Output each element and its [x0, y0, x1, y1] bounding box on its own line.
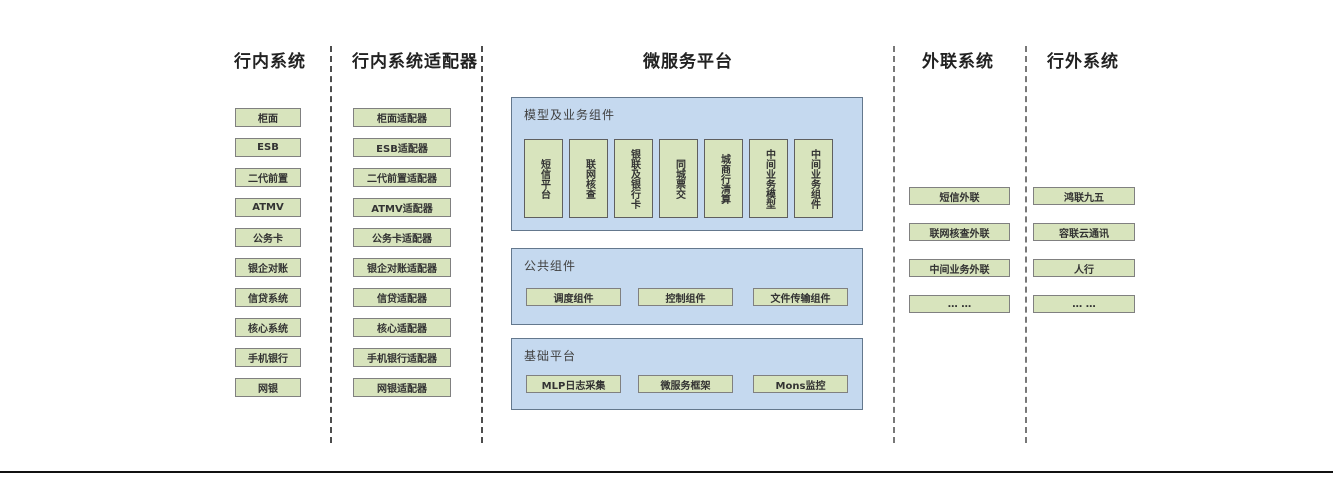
header-internal-systems: 行内系统 — [234, 52, 306, 72]
internal-system-box: 核心系统 — [235, 318, 301, 337]
model-component-card: 中间业务模型 — [749, 139, 788, 218]
divider-dashed-2 — [481, 46, 483, 443]
internal-system-box: 柜面 — [235, 108, 301, 127]
internal-system-box: 信贷系统 — [235, 288, 301, 307]
model-component-card: 同城票交 — [659, 139, 698, 218]
common-component-box: 调度组件 — [526, 288, 621, 306]
adapter-box: 核心适配器 — [353, 318, 451, 337]
adapter-box: 柜面适配器 — [353, 108, 451, 127]
common-component-box: 控制组件 — [638, 288, 733, 306]
external-system-box: … … — [909, 295, 1010, 313]
model-component-card: 银联及银行卡 — [614, 139, 653, 218]
section-title: 基础平台 — [524, 349, 577, 363]
common-components-container: 公共组件 调度组件 控制组件 文件传输组件 — [511, 248, 863, 325]
section-title: 模型及业务组件 — [524, 108, 616, 122]
outside-system-box: 鸿联九五 — [1033, 187, 1135, 205]
header-external-systems: 外联系统 — [922, 52, 994, 72]
adapter-box: 二代前置适配器 — [353, 168, 451, 187]
internal-system-box: ESB — [235, 138, 301, 157]
internal-system-box: ATMV — [235, 198, 301, 217]
adapter-box: ATMV适配器 — [353, 198, 451, 217]
internal-system-box: 二代前置 — [235, 168, 301, 187]
internal-system-box: 银企对账 — [235, 258, 301, 277]
external-system-box: 短信外联 — [909, 187, 1010, 205]
external-system-box: 中间业务外联 — [909, 259, 1010, 277]
adapter-box: 网银适配器 — [353, 378, 451, 397]
header-microservice-platform: 微服务平台 — [643, 52, 733, 72]
adapter-box: 信贷适配器 — [353, 288, 451, 307]
header-internal-adapters: 行内系统适配器 — [352, 52, 478, 72]
internal-system-box: 手机银行 — [235, 348, 301, 367]
base-platform-box: Mons监控 — [753, 375, 848, 393]
model-component-card: 联网核查 — [569, 139, 608, 218]
adapter-box: ESB适配器 — [353, 138, 451, 157]
internal-system-box: 公务卡 — [235, 228, 301, 247]
base-platform-box: MLP日志采集 — [526, 375, 621, 393]
base-platform-box: 微服务框架 — [638, 375, 733, 393]
outside-system-box: 容联云通讯 — [1033, 223, 1135, 241]
section-title: 公共组件 — [524, 259, 577, 273]
base-platform-container: 基础平台 MLP日志采集 微服务框架 Mons监控 — [511, 338, 863, 410]
model-component-card: 城商行清算 — [704, 139, 743, 218]
divider-dashed-1 — [330, 46, 332, 443]
model-component-card: 中间业务组件 — [794, 139, 833, 218]
adapter-box: 手机银行适配器 — [353, 348, 451, 367]
model-component-card: 短信平台 — [524, 139, 563, 218]
divider-dashed-3 — [893, 46, 895, 443]
external-system-box: 联网核查外联 — [909, 223, 1010, 241]
adapter-box: 银企对账适配器 — [353, 258, 451, 277]
internal-system-box: 网银 — [235, 378, 301, 397]
model-business-components-container: 模型及业务组件 短信平台 联网核查 银联及银行卡 同城票交 城商行清算 中间业务… — [511, 97, 863, 231]
adapter-box: 公务卡适配器 — [353, 228, 451, 247]
common-component-box: 文件传输组件 — [753, 288, 848, 306]
bottom-divider-line — [0, 471, 1333, 473]
outside-system-box: 人行 — [1033, 259, 1135, 277]
outside-system-box: … … — [1033, 295, 1135, 313]
divider-dashed-4 — [1025, 46, 1027, 443]
header-outside-systems: 行外系统 — [1047, 52, 1119, 72]
